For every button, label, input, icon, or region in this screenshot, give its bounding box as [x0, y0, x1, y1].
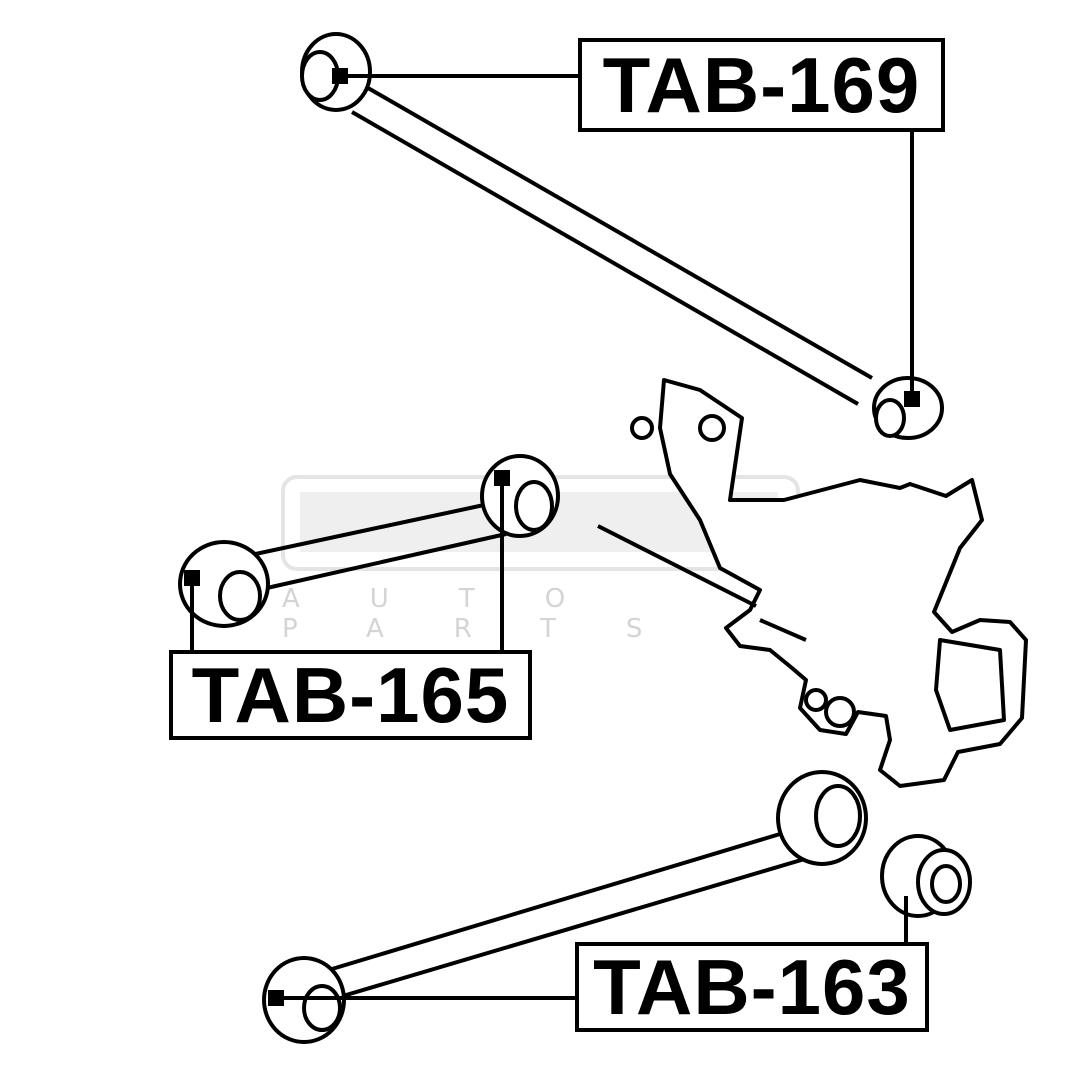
upper-long-arm — [300, 32, 944, 440]
leader-tab165 — [184, 470, 510, 652]
label-tab-165: TAB-165 — [169, 650, 532, 740]
leader-tab163 — [268, 896, 908, 1006]
knuckle-assembly — [597, 378, 1028, 788]
leader-tab169 — [332, 68, 920, 407]
label-tab-169: TAB-169 — [578, 38, 945, 132]
bushing-tab163 — [880, 834, 972, 918]
label-tab-163: TAB-163 — [575, 942, 929, 1032]
watermark-subtitle: AUTO PARTS — [282, 584, 713, 644]
